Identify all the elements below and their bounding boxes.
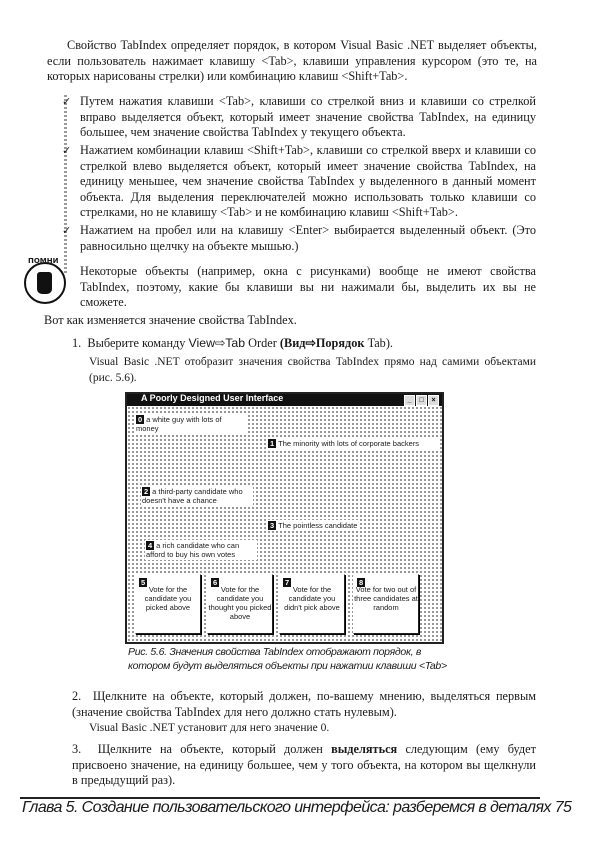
page-footer: Глава 5. Создание пользовательского инте… [22,799,572,816]
intro-paragraph: Свойство TabIndex определяет порядок, в … [47,38,537,84]
step-3: 3. Щелкните на объекте, который должен в… [72,742,536,788]
bullet-item: ✓ Нажатием комбинации клавиш <Shift+Tab>… [62,143,536,221]
step-2-detail: Visual Basic .NET установит для него зна… [89,722,330,734]
menu-path: View⇨Tab [188,336,246,350]
margin-decoration [64,95,67,275]
bullet-text: Путем нажатия клавиши <Tab>, клавиши со … [80,94,536,140]
check-icon: ✓ [62,224,72,237]
step-1-detail: Visual Basic .NET отобразит значения сво… [89,356,536,384]
maximize-icon: □ [416,395,427,406]
note-icon-label: ПОМНИ [28,257,59,265]
figure-screenshot: A Poorly Designed User Interface _ □ × 0… [125,392,444,644]
window-title: A Poorly Designed User Interface [141,393,284,403]
note-text: Некоторые объекты (например, окна с рису… [80,264,536,310]
check-icon: ✓ [62,95,72,108]
page-number: 75 [554,799,572,816]
bullet-text: Нажатием на пробел или на клавишу <Enter… [80,223,536,253]
chapter-title: Глава 5. Создание пользовательского инте… [22,799,551,816]
close-icon: × [428,395,439,406]
minimize-icon: _ [404,395,415,406]
bullet-item: ✓ Путем нажатия клавиши <Tab>, клавиши с… [62,94,536,141]
window-title-bar: A Poorly Designed User Interface _ □ × [127,394,442,406]
lead-paragraph: Вот как изменяется значение свойства Tab… [44,313,297,327]
bullet-text: Нажатием комбинации клавиш <Shift+Tab>, … [80,143,536,220]
footer-rule [20,797,540,799]
menu-path-ru: (Вид⇨Порядок [279,336,365,350]
step-2: 2. Щелкните на объекте, который должен, … [72,689,536,719]
figure-caption: Рис. 5.6. Значения свойства TabIndex ото… [128,646,447,672]
bullet-item: ✓ Нажатием на пробел или на клавишу <Ent… [62,223,536,254]
check-icon: ✓ [62,144,72,157]
remember-hand-icon: ПОМНИ [24,257,66,304]
step-1: 1. Выберите команду View⇨Tab Order (Вид⇨… [72,336,394,350]
